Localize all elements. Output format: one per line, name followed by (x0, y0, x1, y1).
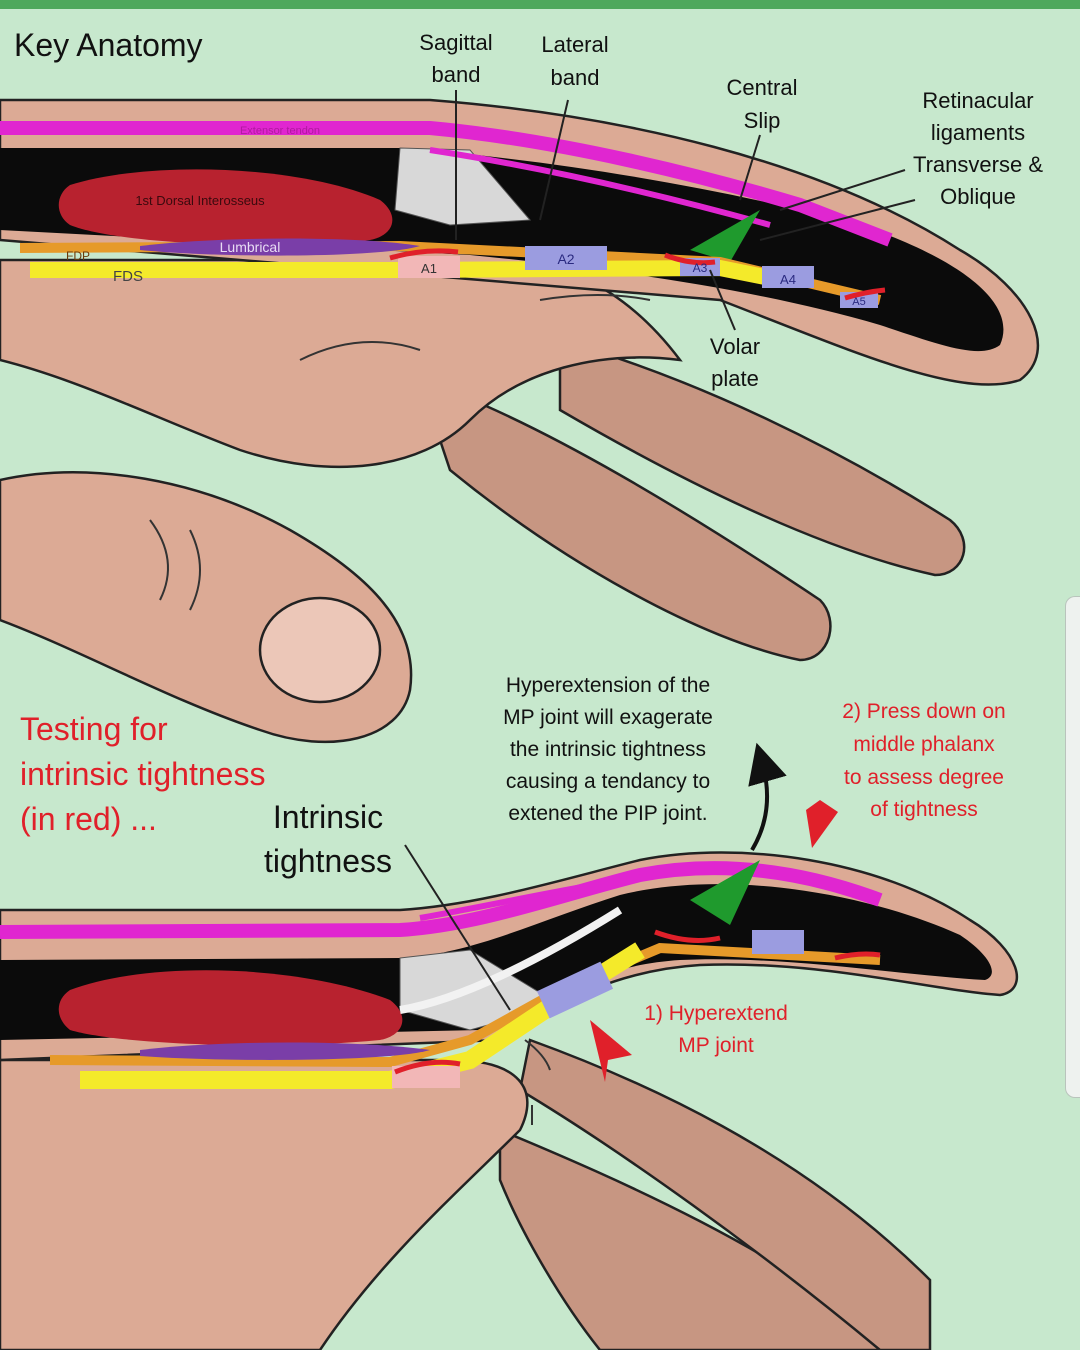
bottom-labels: Testing for intrinsic tightness (in red)… (20, 674, 1006, 1057)
retinacular-label-2: ligaments (931, 120, 1025, 145)
note-line-2: MP joint will exagerate (503, 706, 713, 729)
bottom-pulley-a1 (392, 1066, 460, 1088)
fds-label: FDS (113, 268, 143, 285)
a5-red-mark (844, 287, 886, 301)
intrinsic-band (399, 906, 623, 1014)
retinacular-leader-2 (759, 199, 916, 241)
bottom-a3-red-mark (654, 929, 721, 943)
lateral-band-label-1: Lateral (541, 32, 608, 57)
bottom-lumbrical (140, 1042, 430, 1060)
sagittal-band-label-1: Sagittal (419, 30, 492, 55)
intrinsic-leader (404, 844, 511, 1011)
testing-heading-1: Testing for (20, 711, 168, 747)
bottom-a1-red-mark (394, 1059, 461, 1075)
bottom-lateral-band (419, 867, 701, 921)
extensor-tendon-label: Extensor tendon (240, 125, 320, 137)
retinacular-label-4: Oblique (940, 184, 1016, 209)
central-slip-label-2: Slip (744, 108, 781, 133)
sagittal-band-shape (394, 147, 532, 226)
middle-finger (558, 338, 966, 577)
palm (0, 258, 683, 469)
retinacular-shape (690, 210, 760, 262)
central-slip-label-1: Central (727, 75, 798, 100)
central-slip-leader (739, 134, 761, 201)
retinacular-leader-1 (779, 169, 906, 211)
lumbrical-label: Lumbrical (220, 239, 281, 255)
pulley-a2-label: A2 (557, 251, 574, 267)
top-hand (0, 90, 1040, 744)
dorsal-interosseus-muscle (58, 169, 393, 245)
step2-line-3: to assess degree (844, 766, 1004, 789)
lateral-band-shape (429, 147, 771, 228)
scroll-handle[interactable] (1065, 596, 1080, 1098)
pulley-a1 (398, 256, 460, 278)
note-line-4: causing a tendancy to (506, 770, 710, 793)
step2-line-1: 2) Press down on (842, 700, 1005, 723)
crease (299, 341, 421, 361)
ring-finger (418, 378, 832, 662)
extensor-tendon (0, 121, 893, 247)
pulley-a2 (525, 246, 607, 270)
intrinsic-tightness-label-1: Intrinsic (273, 799, 383, 835)
bottom-dorsal-interosseus (58, 970, 403, 1046)
bottom-pulley-a2 (536, 961, 614, 1019)
bottom-pulley-a4 (752, 930, 804, 954)
crease (539, 294, 651, 301)
pulley-a5-label: A5 (852, 296, 865, 308)
extension-arrow (748, 742, 787, 852)
dorsal-interosseus-label: 1st Dorsal Interosseus (135, 193, 265, 208)
volar-plate-label-2: plate (711, 366, 759, 391)
bottom-retinacular (690, 860, 760, 925)
a3-red-mark (664, 252, 716, 266)
bottom-middle-finger (518, 1038, 932, 1350)
bottom-a5-red-mark (834, 951, 881, 961)
lateral-leader (539, 99, 569, 221)
hyperextend-arrow (590, 1020, 632, 1082)
thumb-nail (258, 596, 382, 704)
step1-line-2: MP joint (678, 1034, 754, 1057)
testing-heading-3: (in red) ... (20, 801, 157, 837)
crease (189, 529, 201, 611)
step1-line-1: 1) Hyperextend (644, 1002, 788, 1025)
pulley-a3-label: A3 (693, 261, 708, 275)
step2-line-2: middle phalanx (853, 733, 995, 756)
testing-heading-2: intrinsic tightness (20, 756, 265, 792)
volar-leader (709, 269, 736, 331)
a1-red-mark (389, 248, 459, 261)
pulley-a4 (762, 266, 814, 288)
pulley-a4-label: A4 (780, 272, 796, 287)
note-line-3: the intrinsic tightness (510, 738, 706, 761)
crease (524, 1039, 551, 1071)
intrinsic-tightness-label-2: tightness (264, 843, 392, 879)
bottom-hand (0, 742, 1018, 1350)
step2-line-4: of tightness (870, 798, 977, 821)
sagittal-band-label-2: band (432, 62, 481, 87)
bottom-fdp-tendon (49, 942, 881, 1068)
retinacular-label-1: Retinacular (922, 88, 1033, 113)
bottom-palm (0, 1058, 529, 1350)
fdp-label: FDP (66, 249, 90, 263)
note-line-1: Hyperextension of the (506, 674, 710, 697)
lateral-band-label-2: band (551, 65, 600, 90)
press-down-arrow (806, 800, 838, 848)
key-anatomy-title: Key Anatomy (14, 27, 203, 63)
crease (149, 519, 169, 601)
lumbrical-muscle (140, 238, 420, 256)
volar-plate-label-1: Volar (710, 334, 760, 359)
top-border-bar (0, 0, 1080, 9)
note-line-5: extened the PIP joint. (508, 802, 707, 825)
top-labels: Key Anatomy Sagittal band Lateral band C… (14, 27, 1043, 391)
pulley-a1-label: A1 (421, 261, 437, 276)
retinacular-label-3: Transverse & (913, 152, 1043, 177)
structure-labels: Extensor tendon 1st Dorsal Interosseus L… (66, 125, 866, 308)
